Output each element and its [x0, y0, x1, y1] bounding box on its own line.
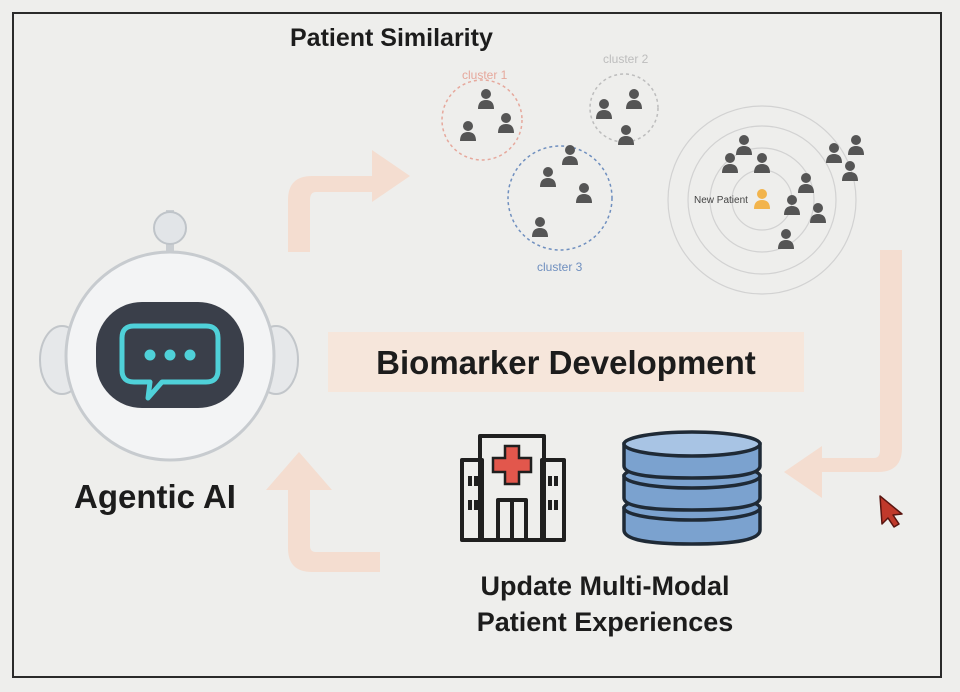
biomarker-band: Biomarker Development [328, 332, 804, 392]
update-line-2: Patient Experiences [476, 607, 734, 637]
agentic-ai-label: Agentic AI [74, 478, 236, 515]
cluster-1-boundary [441, 79, 523, 161]
patient-similarity-title: Patient Similarity [290, 24, 493, 52]
radius-ring [687, 125, 837, 275]
arrow-to-agent [266, 452, 380, 572]
biomarker-development-label: Biomarker Development [376, 344, 756, 381]
cluster-2-label: cluster 2 [603, 52, 649, 66]
arrow-to-similarity [288, 150, 410, 252]
cluster-3-label: cluster 3 [537, 260, 583, 274]
update-line-1: Update Multi-Modal [480, 571, 730, 601]
update-experiences-label: Update Multi-Modal Patient Experiences [420, 568, 790, 640]
cluster-3-boundary [507, 145, 613, 251]
robot-chat-icon [39, 210, 299, 462]
radius-ring [709, 147, 815, 253]
arrow-to-database [784, 250, 902, 498]
new-patient-label: New Patient [694, 195, 748, 206]
cluster-2-boundary [589, 73, 659, 143]
cluster-1-label: cluster 1 [462, 68, 508, 82]
radius-ring [667, 105, 857, 295]
